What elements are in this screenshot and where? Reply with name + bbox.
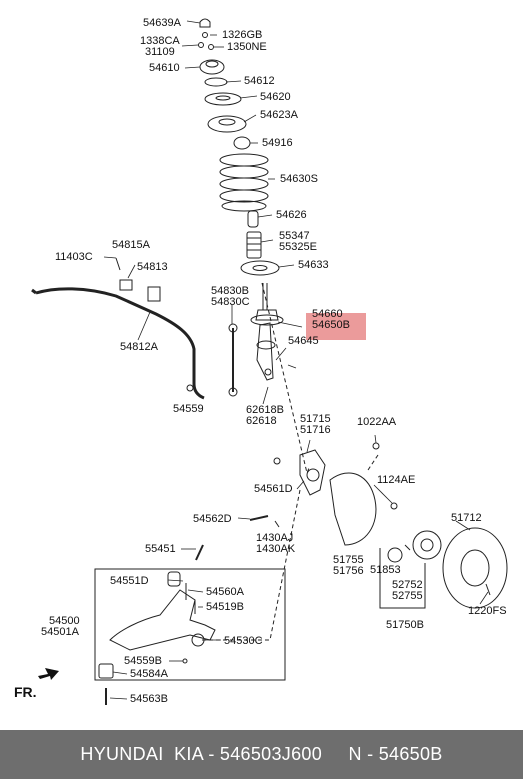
callout-54610: 54610 <box>149 62 180 74</box>
bolt-drawing <box>249 515 269 521</box>
callout-62618B: 62618B <box>246 404 284 416</box>
callout-54645: 54645 <box>288 335 319 347</box>
callout-54530C: 54530C <box>224 635 263 647</box>
callout-54830B: 54830B <box>211 285 249 297</box>
callout-51853: 51853 <box>370 564 401 576</box>
callout-54551D: 54551D <box>110 575 149 587</box>
callout-1022AA: 1022AA <box>357 416 397 428</box>
bump-stop-drawing <box>247 210 259 228</box>
callout-54559: 54559 <box>173 403 204 415</box>
callout-1430AJ: 1430AJ <box>256 532 294 544</box>
callout-51716: 51716 <box>300 424 331 436</box>
callout-1350NE: 1350NE <box>227 41 267 53</box>
nut-drawing <box>202 32 208 38</box>
callout-51756: 51756 <box>333 565 364 577</box>
bumper-ring-drawing <box>233 136 251 150</box>
callout-54584A: 54584A <box>130 668 168 680</box>
callout-1220FS: 1220FS <box>468 605 507 617</box>
dust-shield-drawing <box>329 472 377 546</box>
callout-54501A: 54501A <box>41 626 79 638</box>
front-arrow-icon <box>38 668 59 680</box>
callout-54519B: 54519B <box>206 601 244 613</box>
callout-51755: 51755 <box>333 554 364 566</box>
strut-assembly-drawing <box>250 283 284 381</box>
callout-11403C: 11403C <box>55 251 93 263</box>
callout-55347: 55347 <box>279 230 310 242</box>
washer-drawing <box>198 42 204 48</box>
callout-51712: 51712 <box>451 512 482 524</box>
mount-cap-drawing <box>199 18 211 28</box>
brake-disc-drawing <box>442 527 508 609</box>
snap-ring-drawing <box>387 547 403 563</box>
stabilizer-bar-drawing <box>35 287 205 400</box>
footer-text: HYUNDAI KIA - 546503J600 N - 54650B <box>80 744 443 764</box>
callout-31109: 31109 <box>145 46 175 58</box>
wheel-hub-drawing <box>412 530 442 560</box>
callout-54626: 54626 <box>276 209 307 221</box>
spring-seat-drawing <box>204 92 242 106</box>
callout-54815A: 54815A <box>112 239 150 251</box>
front-direction-label: FR. <box>14 684 37 700</box>
callout-54660: 54660 <box>312 308 343 320</box>
callout-54612: 54612 <box>244 75 275 87</box>
bearing-drawing <box>204 77 228 87</box>
callout-54500: 54500 <box>49 615 80 627</box>
callout-54623A: 54623A <box>260 109 298 121</box>
callout-54916: 54916 <box>262 137 293 149</box>
callout-1326GB: 1326GB <box>222 29 263 41</box>
callout-54561D: 54561D <box>254 483 293 495</box>
callout-54562D: 54562D <box>193 513 232 525</box>
callout-52755: 52755 <box>392 590 423 602</box>
callout-62618: 62618 <box>246 415 277 427</box>
callout-54813: 54813 <box>137 261 168 273</box>
leader-lines <box>103 20 489 700</box>
callout-51715: 51715 <box>300 413 331 425</box>
lower-seat-drawing <box>240 260 280 276</box>
dust-boot-drawing <box>246 231 262 259</box>
callout-52752: 52752 <box>392 579 423 591</box>
nut-small-drawing <box>208 44 214 50</box>
highlighted-part-callout <box>306 313 366 340</box>
callout-54650B: 54650B <box>312 319 350 331</box>
callout-51750B: 51750B <box>386 619 424 631</box>
callout-54620: 54620 <box>260 91 291 103</box>
callout-55451: 55451 <box>145 543 176 555</box>
exploded-parts-diagram: 54639A 1326GB 1338CA 31109 1350NE 54610 … <box>14 17 508 705</box>
bushing-drawing <box>119 279 133 291</box>
part-number-footer: HYUNDAI KIA - 546503J600 N - 54650B <box>0 730 523 779</box>
callout-54830C: 54830C <box>211 296 250 308</box>
bushing-bracket-drawing <box>147 286 161 302</box>
callout-54630S: 54630S <box>280 173 318 185</box>
callout-1338CA: 1338CA <box>140 35 180 47</box>
lower-arm-group-box <box>94 568 286 681</box>
callout-1124AE: 1124AE <box>377 474 416 486</box>
callout-1430AK: 1430AK <box>256 543 296 555</box>
callout-54639A: 54639A <box>143 17 181 29</box>
callout-54812A: 54812A <box>120 341 158 353</box>
callout-54633: 54633 <box>298 259 329 271</box>
callout-54559B: 54559B <box>124 655 162 667</box>
callout-54563B: 54563B <box>130 693 168 705</box>
parts-drawing <box>31 18 508 705</box>
insulator-drawing <box>207 115 247 133</box>
callout-55325E: 55325E <box>279 241 317 253</box>
coil-spring-drawing <box>219 153 269 212</box>
steering-knuckle-drawing <box>299 449 326 496</box>
bushing-lower-drawing <box>98 663 114 679</box>
lower-control-arm-drawing <box>109 589 216 651</box>
callout-54560A: 54560A <box>206 586 244 598</box>
